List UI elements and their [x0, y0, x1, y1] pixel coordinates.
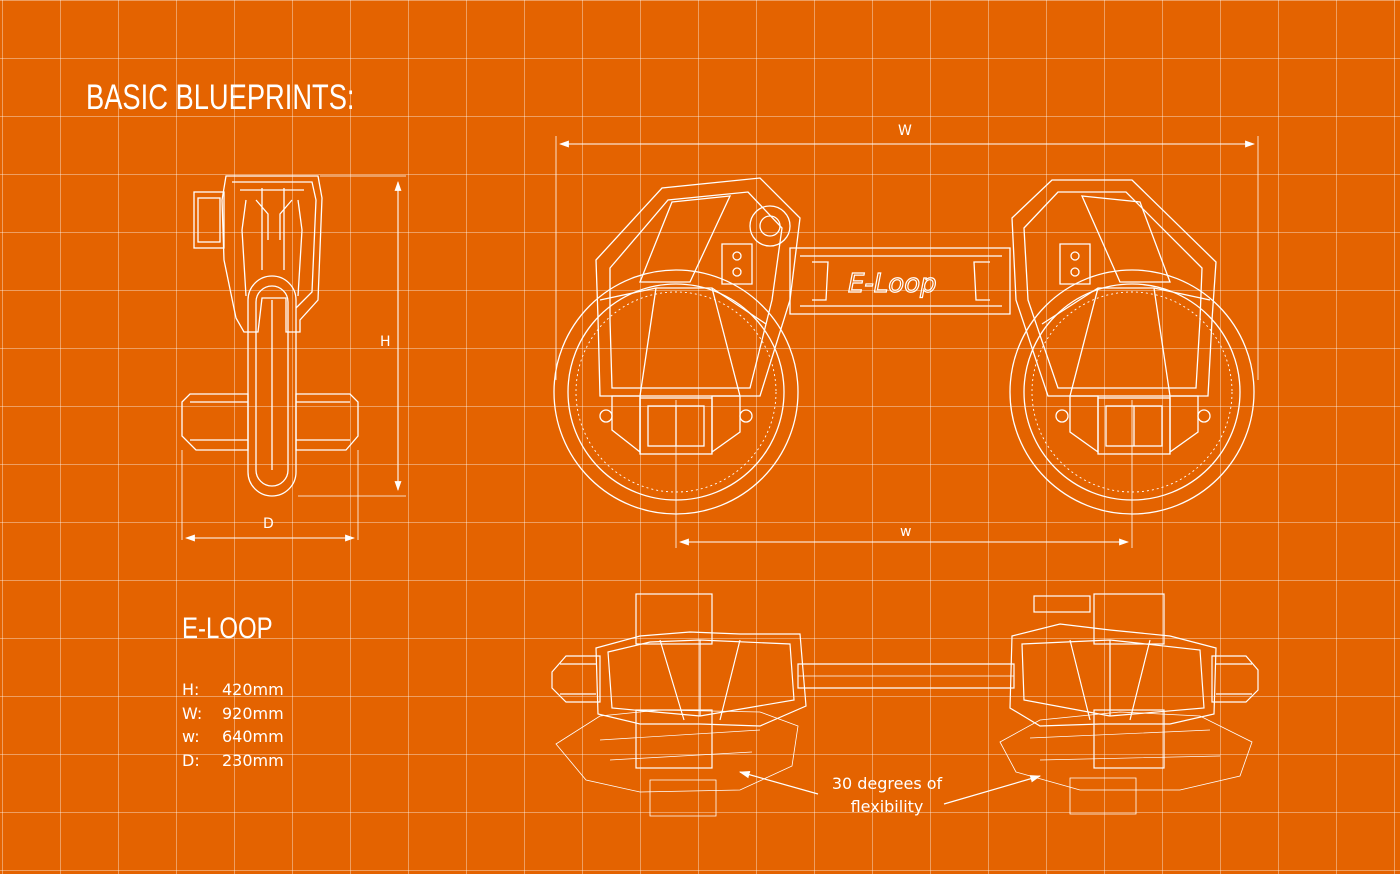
page-title: BASIC BLUEPRINTS: [86, 78, 355, 117]
flexibility-callout: 30 degrees of flexibility [812, 772, 962, 818]
spec-row-height: H: 420mm [182, 678, 284, 702]
dim-label-width-total: W [898, 123, 912, 139]
spec-key: H: [182, 680, 200, 699]
dim-label-depth: D [263, 516, 274, 532]
spec-row-width: W: 920mm [182, 702, 284, 726]
spec-row-wheel-width: w: 640mm [182, 725, 284, 749]
callout-line-1: 30 degrees of [831, 774, 943, 793]
side-view [181, 175, 406, 540]
spec-value: 420mm [222, 680, 284, 699]
top-view [551, 593, 1259, 817]
product-name: E-LOOP [182, 612, 273, 645]
callout-line-2: flexibility [850, 797, 924, 816]
spec-value: 230mm [222, 750, 284, 770]
dim-label-width-wheels: w [900, 524, 911, 540]
board-logo: E-Loop [848, 269, 937, 299]
front-view [553, 136, 1259, 548]
dim-label-height: H [380, 334, 391, 350]
spec-row-depth: D: 230mm [182, 749, 284, 773]
spec-list: H: 420mm W: 920mm w: 640mm D: 230mm [182, 678, 284, 772]
spec-value: 920mm [222, 703, 284, 723]
spec-key: W: [182, 703, 203, 723]
spec-key: w: [182, 727, 200, 746]
spec-value: 640mm [222, 727, 284, 746]
callout-arrows [738, 771, 1042, 805]
spec-key: D: [182, 750, 200, 770]
